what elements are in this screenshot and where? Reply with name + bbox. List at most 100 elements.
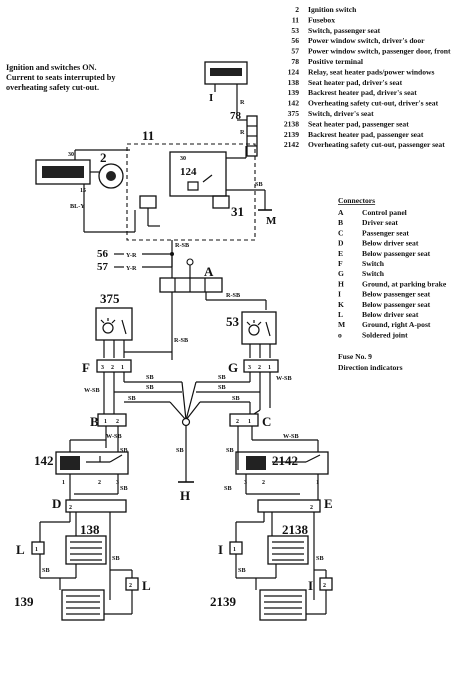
wire-r-78b: R: [240, 129, 245, 136]
wire-yr-57: Y-R: [126, 265, 137, 272]
connector-text: Below driver seat: [362, 310, 419, 319]
legend-code: 11: [292, 15, 299, 24]
connector-code: M: [338, 320, 345, 329]
connector-text: Below passenger seat: [362, 300, 431, 309]
legend-text: Ignition switch: [308, 5, 357, 14]
pin-C-1: 1: [248, 419, 251, 425]
label-78: 78: [230, 110, 242, 122]
component-legend: 2 Ignition switch 11 Fusebox 53 Switch, passe…: [284, 5, 451, 149]
connector-text: Soldered joint: [362, 330, 408, 339]
wire-sb-C: SB: [226, 447, 234, 454]
label-138: 138: [80, 522, 100, 537]
wire-sb-402r: SB: [232, 395, 240, 402]
label-2138: 2138: [282, 522, 309, 537]
pin-ign-30: 30: [68, 152, 74, 158]
connector-E: E 2 SB: [235, 496, 333, 600]
legend-text: Backrest heater pad, passenger seat: [308, 130, 424, 139]
fuse-line-2: Direction indicators: [338, 363, 403, 372]
switch-375: 375: [95, 291, 172, 358]
pin-B-1: 1: [104, 419, 107, 425]
connector-code: K: [338, 300, 344, 309]
legend-text: Fusebox: [308, 15, 335, 24]
window-switch-refs: 56 57 Y-R Y-R R-SB: [97, 240, 189, 278]
legend-code: 53: [291, 26, 299, 35]
pin-F-1: 1: [121, 365, 124, 371]
pin-G-2: 2: [258, 365, 261, 371]
legend-text: Switch, passenger seat: [308, 26, 381, 35]
label-2139: 2139: [210, 594, 237, 609]
note-line-3: overheating safety cut-out.: [6, 83, 99, 92]
wire-sb-2142: SB: [224, 485, 232, 492]
connector-code: E: [338, 249, 343, 258]
wire-rsb-53: R-SB: [226, 292, 240, 299]
wire-sb-H: SB: [176, 447, 184, 454]
note-line-1: Ignition and switches ON.: [6, 63, 97, 72]
label-B: B: [90, 414, 99, 429]
backrest-pad-2139: 2139: [210, 589, 307, 621]
label-56: 56: [97, 248, 109, 260]
legend-text: Overheating safety cut-out, passenger se…: [308, 140, 445, 149]
connector-G: G 3 2 1 W-SB: [196, 359, 292, 408]
label-2: 2: [100, 150, 107, 165]
label-D: D: [52, 496, 61, 511]
legend-code: 2138: [284, 119, 299, 128]
label-31: 31: [231, 204, 244, 219]
connector-code: H: [338, 279, 344, 288]
label-57: 57: [97, 261, 109, 273]
legend-text: Seat heater pad, passenger seat: [308, 119, 409, 128]
legend-text: Relay, seat heater pads/power windows: [308, 67, 435, 76]
wire-sb-142: SB: [120, 485, 128, 492]
connector-code: C: [338, 228, 343, 237]
backrest-pad-139: 139: [14, 589, 105, 621]
connector-code: G: [338, 269, 344, 278]
label-F: F: [82, 360, 90, 375]
label-139: 139: [14, 594, 34, 609]
wire-rsb-top: R-SB: [175, 242, 189, 249]
label-142: 142: [34, 453, 54, 468]
legend-text: Switch, driver's seat: [308, 109, 374, 118]
connector-text: Below passenger seat: [362, 290, 431, 299]
wire-yr-56: Y-R: [126, 252, 137, 259]
fuse-line-1: Fuse No. 9: [338, 352, 372, 361]
label-375: 375: [100, 291, 120, 306]
legend-code: 2: [295, 5, 299, 14]
pin-C-2: 2: [236, 419, 239, 425]
connector-B: B 1 2 W-SB SB: [69, 408, 128, 454]
connector-code: L: [338, 310, 343, 319]
wire-wsb-B: W-SB: [106, 433, 122, 440]
note-line-2: Current to seats interrupted by: [6, 73, 116, 82]
positive-terminal-78: I R 78 R: [204, 61, 258, 157]
pin-I1: 1: [233, 547, 236, 553]
legend-code: 57: [291, 47, 299, 56]
legend-code: 139: [288, 88, 300, 97]
legend-code: 2142: [284, 140, 299, 149]
connector-text: Ground, right A-post: [362, 320, 431, 329]
pin-142-1: 1: [62, 480, 65, 486]
pin-30: 30: [180, 156, 186, 162]
pin-G-1: 1: [268, 365, 271, 371]
connector-text: Switch: [362, 259, 385, 268]
wire-sb-cr: SB: [218, 374, 226, 381]
connector-L2: 2 L: [104, 569, 151, 615]
switch-53: 53: [226, 311, 277, 358]
legend-code: 56: [291, 36, 299, 45]
cutout-2142: 2142 3 2 1 SB: [224, 451, 329, 500]
connector-text: Switch: [362, 269, 385, 278]
legend-text: Seat heater pad, driver's seat: [308, 78, 403, 87]
pin-2142-2: 2: [262, 480, 265, 486]
label-M: M: [266, 215, 277, 227]
legend-code: 124: [288, 67, 300, 76]
wire-wsb-F: W-SB: [84, 387, 100, 394]
label-I1: I: [218, 542, 223, 557]
connector-code: F: [338, 259, 343, 268]
wire-r-78: R: [240, 99, 245, 106]
central-ground: SB SB SB SB SB H SB SB: [114, 374, 260, 503]
connector-code: B: [338, 218, 343, 227]
pin-F-2: 2: [111, 365, 114, 371]
connector-text: Passenger seat: [362, 228, 409, 237]
label-L2: L: [142, 578, 151, 593]
wire-bly: BL-Y: [70, 203, 85, 210]
connector-text: Below passenger seat: [362, 249, 431, 258]
connector-code: o: [338, 330, 342, 339]
